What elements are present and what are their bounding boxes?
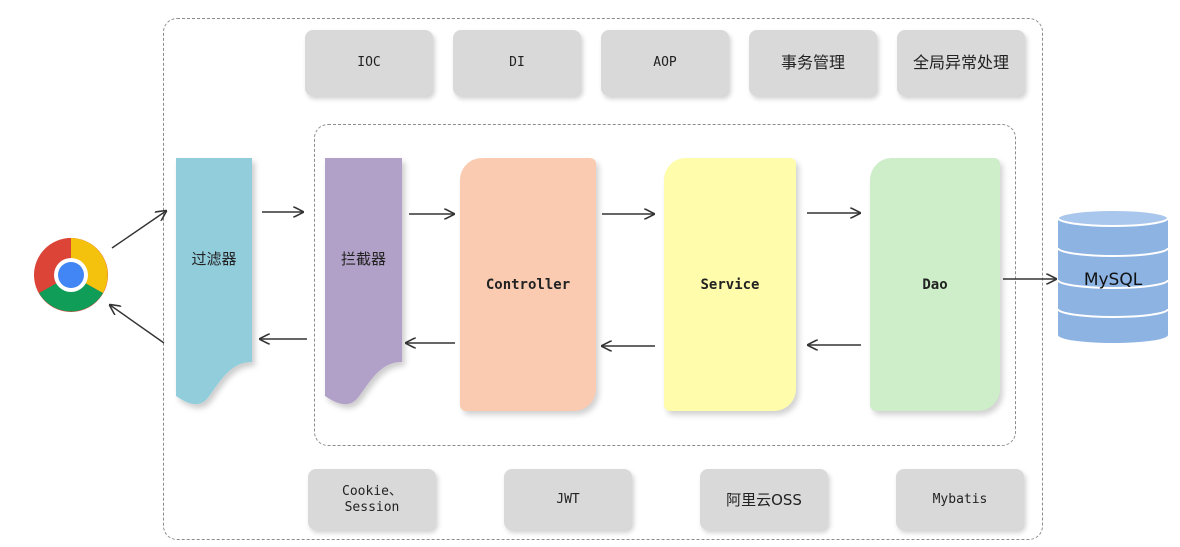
chip-ioc: IOC [305,30,433,96]
interceptor-label: 拦截器 [340,250,386,268]
controller-layer: Controller [460,158,596,411]
interceptor-shape [325,158,402,405]
database-label: MySQL [1083,270,1143,290]
service-layer: Service [664,158,796,411]
service-label: Service [700,276,760,293]
database-cylinder-icon [1057,209,1169,343]
arrow-browser-to-filter [111,211,166,249]
chrome-browser-icon [34,238,108,312]
chip-aliyun-oss: 阿里云OSS [700,469,828,530]
filter-label: 过滤器 [191,250,237,268]
dao-layer: Dao [870,158,1000,411]
chip-transaction: 事务管理 [749,30,877,96]
chip-aop: AOP [601,30,729,96]
dao-label: Dao [922,276,948,293]
chip-mybatis: Mybatis [896,469,1024,530]
controller-label: Controller [485,276,571,293]
chip-global-exception: 全局异常处理 [897,30,1025,96]
chip-di: DI [453,30,581,96]
chip-cookie-session: Cookie、 Session [308,469,436,530]
filter-shape [176,158,252,405]
request-pipeline-frame [314,124,1016,446]
chip-jwt: JWT [504,469,632,530]
arrow-filter-to-browser [110,305,165,344]
